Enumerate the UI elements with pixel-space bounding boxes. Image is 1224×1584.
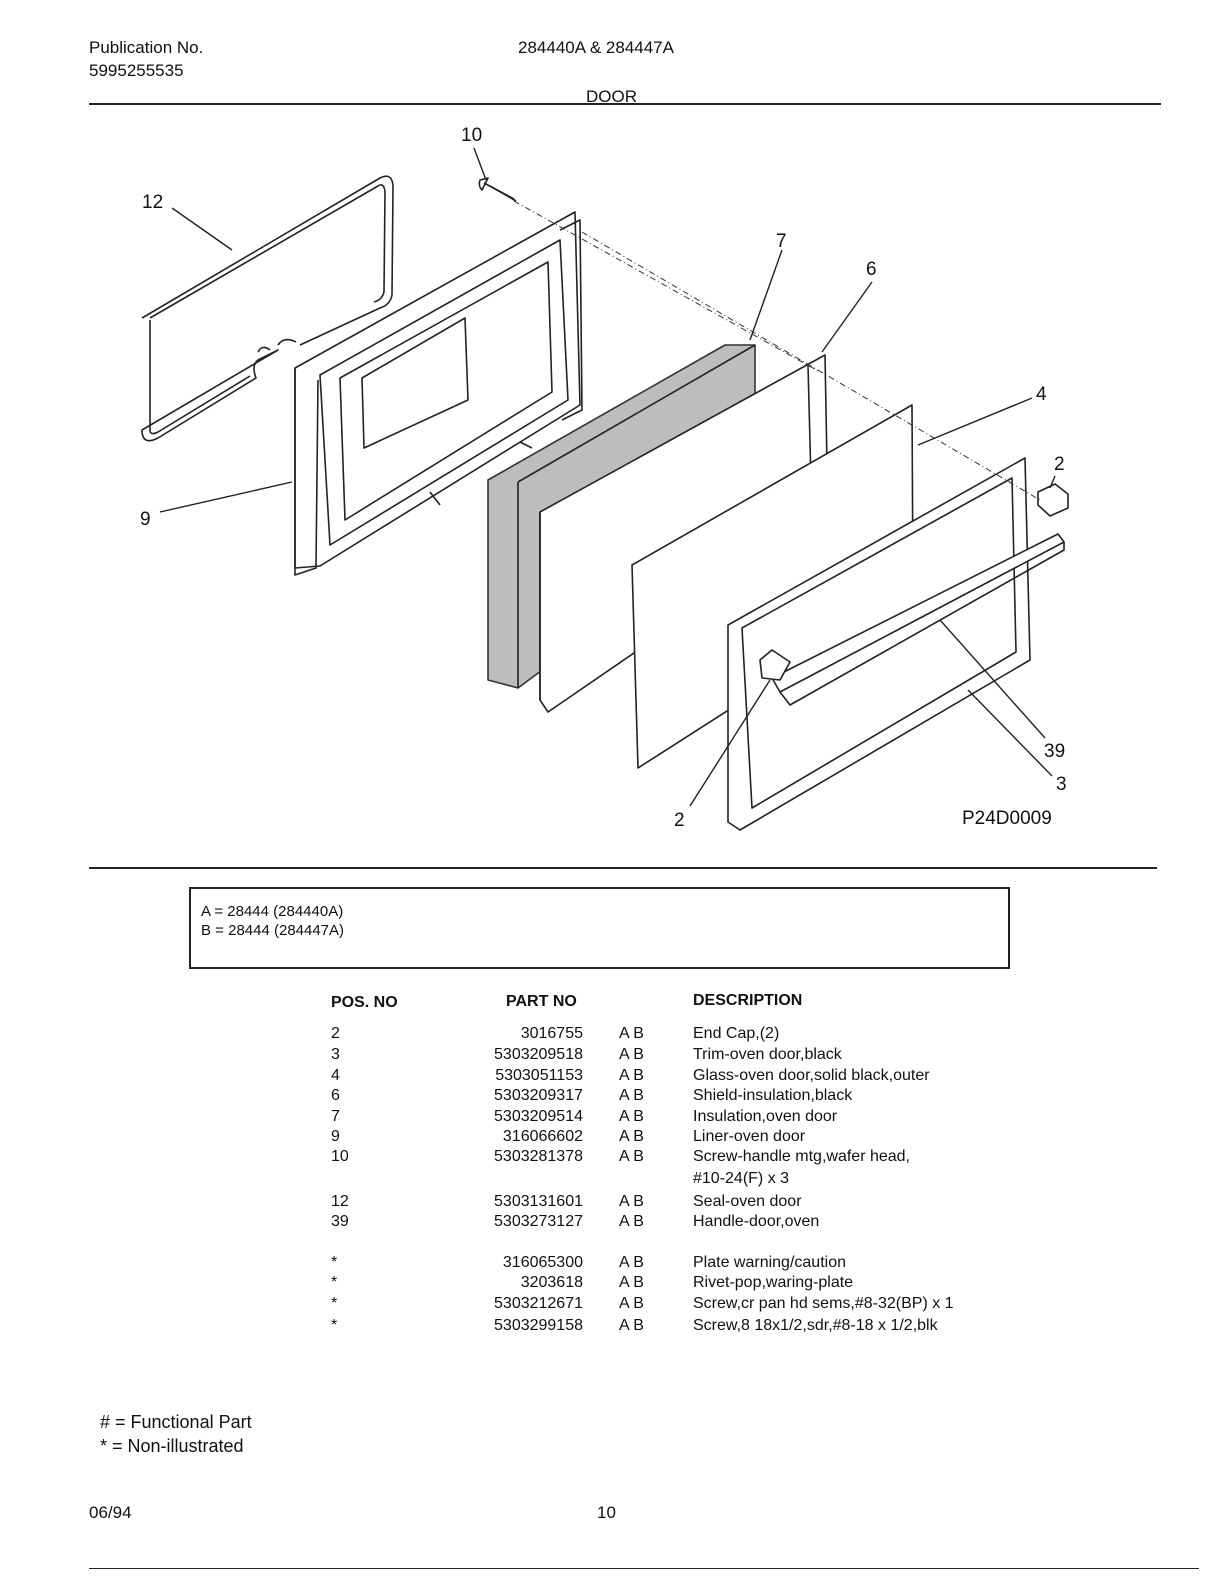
cell-part-no: 5303209317 [494, 1087, 583, 1104]
legend-a: A = 28444 (284440A) [201, 903, 344, 920]
note-functional-part: # = Functional Part [100, 1412, 252, 1432]
cell-part-no: 5303212671 [494, 1295, 583, 1312]
cell-models: A B [619, 1087, 644, 1104]
cell-description: Rivet-pop,waring-plate [693, 1274, 854, 1291]
cell-models: A B [619, 1128, 644, 1145]
cell-description: Insulation,oven door [693, 1108, 838, 1125]
header-description: DESCRIPTION [693, 992, 803, 1009]
cell-pos-no: 6 [331, 1087, 340, 1104]
cell-pos-no: * [331, 1254, 338, 1271]
cell-pos-no: 4 [331, 1067, 340, 1084]
callout-7: 7 [776, 231, 787, 252]
callout-3: 3 [1056, 774, 1067, 795]
callout-9: 9 [140, 509, 151, 530]
cell-models: A B [619, 1295, 644, 1312]
cell-part-no: 5303273127 [494, 1213, 583, 1230]
diagram-rule [89, 867, 1157, 869]
callout-6: 6 [866, 259, 877, 280]
cell-description: Screw,cr pan hd sems,#8-32(BP) x 1 [693, 1295, 954, 1312]
cell-description: Seal-oven door [693, 1193, 802, 1210]
section-title: DOOR [586, 87, 637, 106]
cell-pos-no: 2 [331, 1025, 340, 1042]
header-pos-no: POS. NO [331, 994, 398, 1011]
callout-10: 10 [461, 125, 482, 146]
cell-models: A B [619, 1046, 644, 1063]
callout-4: 4 [1036, 384, 1047, 405]
cell-pos-no: 10 [331, 1148, 349, 1165]
cell-part-no: 5303299158 [494, 1317, 583, 1334]
cell-description: Liner-oven door [693, 1128, 806, 1145]
cell-description: Handle-door,oven [693, 1213, 820, 1230]
cell-models: A B [619, 1274, 644, 1291]
note-non-illustrated: * = Non-illustrated [100, 1436, 244, 1456]
part-trim-oven-door [727, 457, 1031, 831]
cell-description: Plate warning/caution [693, 1254, 846, 1271]
cell-pos-no: * [331, 1274, 338, 1291]
part-liner-oven-door [294, 211, 583, 576]
cell-part-no: 316066602 [502, 1128, 583, 1145]
part-end-cap [1037, 483, 1069, 517]
part-handle-door-oven [759, 533, 1065, 706]
model-numbers: 284440A & 284447A [518, 38, 674, 57]
model-legend-box: A = 28444 (284440A) B = 28444 (284447A) [189, 887, 1010, 969]
footer-rule [89, 1568, 1199, 1569]
header-rule [89, 103, 1161, 105]
cell-models: A B [619, 1067, 644, 1084]
cell-pos-no: 12 [331, 1193, 349, 1210]
cell-pos-no: 39 [331, 1213, 349, 1230]
publication-label: Publication No. [89, 38, 204, 57]
diagram-code: P24D0009 [962, 808, 1052, 829]
cell-part-no: 5303051153 [495, 1067, 583, 1084]
cell-models: A B [619, 1254, 644, 1271]
cell-part-no: 5303209514 [494, 1108, 583, 1125]
cell-models: A B [619, 1317, 644, 1334]
footer-date: 06/94 [89, 1503, 132, 1522]
header-part-no: PART NO [506, 993, 577, 1010]
cell-part-no: 316065300 [502, 1254, 583, 1271]
cell-pos-no: 9 [331, 1128, 340, 1145]
cell-models: A B [619, 1025, 644, 1042]
cell-description: Shield-insulation,black [693, 1087, 853, 1104]
page-number: 10 [597, 1503, 616, 1522]
door-exploded-diagram: 12 10 7 6 4 2 9 39 3 2 P24D0009 [140, 125, 1069, 831]
cell-description: Trim-oven door,black [693, 1046, 842, 1063]
cell-description: Glass-oven door,solid black,outer [693, 1067, 930, 1084]
callout-12: 12 [142, 192, 163, 213]
cell-description: End Cap,(2) [693, 1025, 780, 1042]
cell-part-no: 3016755 [520, 1025, 583, 1042]
cell-part-no: 5303281378 [494, 1148, 583, 1165]
publication-number: 5995255535 [89, 61, 184, 80]
part-screw-handle-mtg [478, 177, 517, 202]
cell-description: Screw-handle mtg,wafer head, [693, 1148, 910, 1165]
cell-models: A B [619, 1193, 644, 1210]
cell-models: A B [619, 1108, 644, 1125]
cell-part-no: 3203618 [520, 1274, 583, 1291]
callout-2-lower: 2 [674, 810, 685, 831]
legend-b: B = 28444 (284447A) [201, 922, 345, 939]
callout-2: 2 [1054, 454, 1065, 475]
callout-39: 39 [1044, 741, 1065, 762]
cell-part-no: 5303209518 [494, 1046, 583, 1063]
part-seal-oven-door [141, 175, 394, 442]
cell-pos-no: 3 [331, 1046, 340, 1063]
cell-pos-no: * [331, 1295, 338, 1312]
cell-description-continued: #10-24(F) x 3 [693, 1170, 790, 1187]
cell-models: A B [619, 1148, 644, 1165]
cell-part-no: 5303131601 [494, 1193, 583, 1210]
cell-models: A B [619, 1213, 644, 1230]
cell-description: Screw,8 18x1/2,sdr,#8-18 x 1/2,blk [693, 1317, 938, 1334]
cell-pos-no: 7 [331, 1108, 340, 1125]
cell-pos-no: * [331, 1317, 338, 1334]
